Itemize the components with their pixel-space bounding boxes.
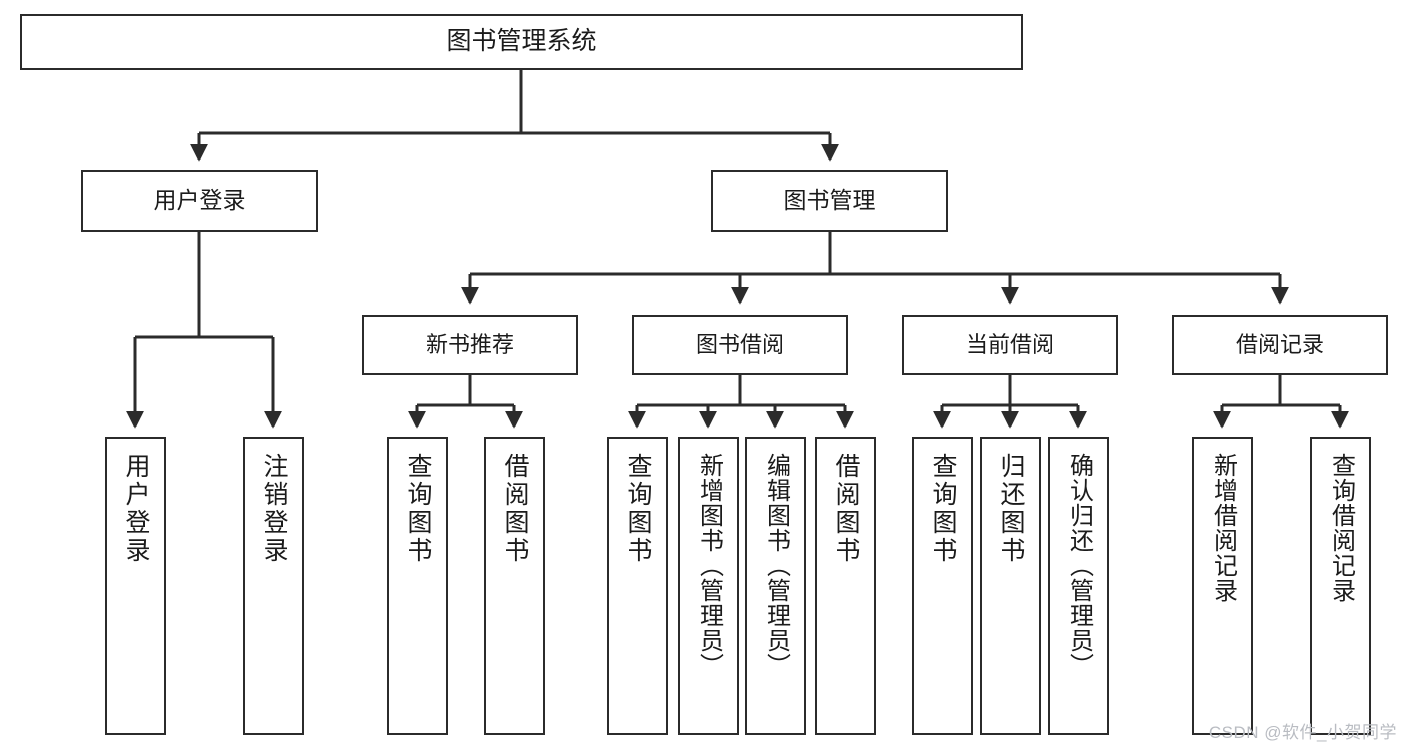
node-label: 用户登录 (122, 453, 150, 565)
node-label: 图书管理系统 (446, 27, 597, 56)
node-label: 借阅图书 (501, 453, 529, 565)
node-label: 用户登录 (153, 187, 246, 214)
node-new-book-recommend[interactable]: 新书推荐 (362, 315, 578, 375)
leaf-user-login[interactable]: 用户登录 (105, 437, 166, 735)
node-current-borrow[interactable]: 当前借阅 (902, 315, 1118, 375)
node-label: 当前借阅 (965, 332, 1054, 358)
leaf-return-book[interactable]: 归还图书 (980, 437, 1041, 735)
leaf-query-book-recommend[interactable]: 查询图书 (387, 437, 448, 735)
leaf-query-book-borrow[interactable]: 查询图书 (607, 437, 668, 735)
node-label: 新增借阅记录 (1209, 453, 1237, 603)
node-label: 借阅图书 (832, 453, 860, 565)
leaf-borrow-book-recommend[interactable]: 借阅图书 (484, 437, 545, 735)
leaf-edit-book-admin[interactable]: 编辑图书（管理员） (745, 437, 806, 735)
leaf-add-book-admin[interactable]: 新增图书（管理员） (678, 437, 739, 735)
node-label: 查询图书 (929, 453, 957, 565)
node-label: 借阅记录 (1235, 332, 1324, 358)
leaf-query-borrow-record[interactable]: 查询借阅记录 (1310, 437, 1371, 735)
node-label: 新增图书（管理员） (695, 453, 723, 678)
node-label: 新书推荐 (425, 332, 514, 358)
node-book-manage[interactable]: 图书管理 (711, 170, 948, 232)
watermark: CSDN @软件_小贺同学 (1208, 723, 1397, 742)
node-label: 查询图书 (404, 453, 432, 565)
leaf-confirm-return-admin[interactable]: 确认归还（管理员） (1048, 437, 1109, 735)
node-label: 图书借阅 (695, 332, 784, 358)
node-label: 确认归还（管理员） (1065, 453, 1093, 678)
node-user-login[interactable]: 用户登录 (81, 170, 318, 232)
node-label: 归还图书 (997, 453, 1025, 565)
node-label: 注销登录 (260, 453, 288, 565)
node-root-system[interactable]: 图书管理系统 (20, 14, 1023, 70)
node-label: 查询图书 (624, 453, 652, 565)
leaf-logout-login[interactable]: 注销登录 (243, 437, 304, 735)
node-label: 图书管理 (783, 187, 876, 214)
node-book-borrow[interactable]: 图书借阅 (632, 315, 848, 375)
leaf-borrow-book[interactable]: 借阅图书 (815, 437, 876, 735)
node-label: 编辑图书（管理员） (762, 453, 790, 678)
node-label: 查询借阅记录 (1327, 453, 1355, 603)
leaf-add-borrow-record[interactable]: 新增借阅记录 (1192, 437, 1253, 735)
node-borrow-record[interactable]: 借阅记录 (1172, 315, 1388, 375)
leaf-query-book-current[interactable]: 查询图书 (912, 437, 973, 735)
